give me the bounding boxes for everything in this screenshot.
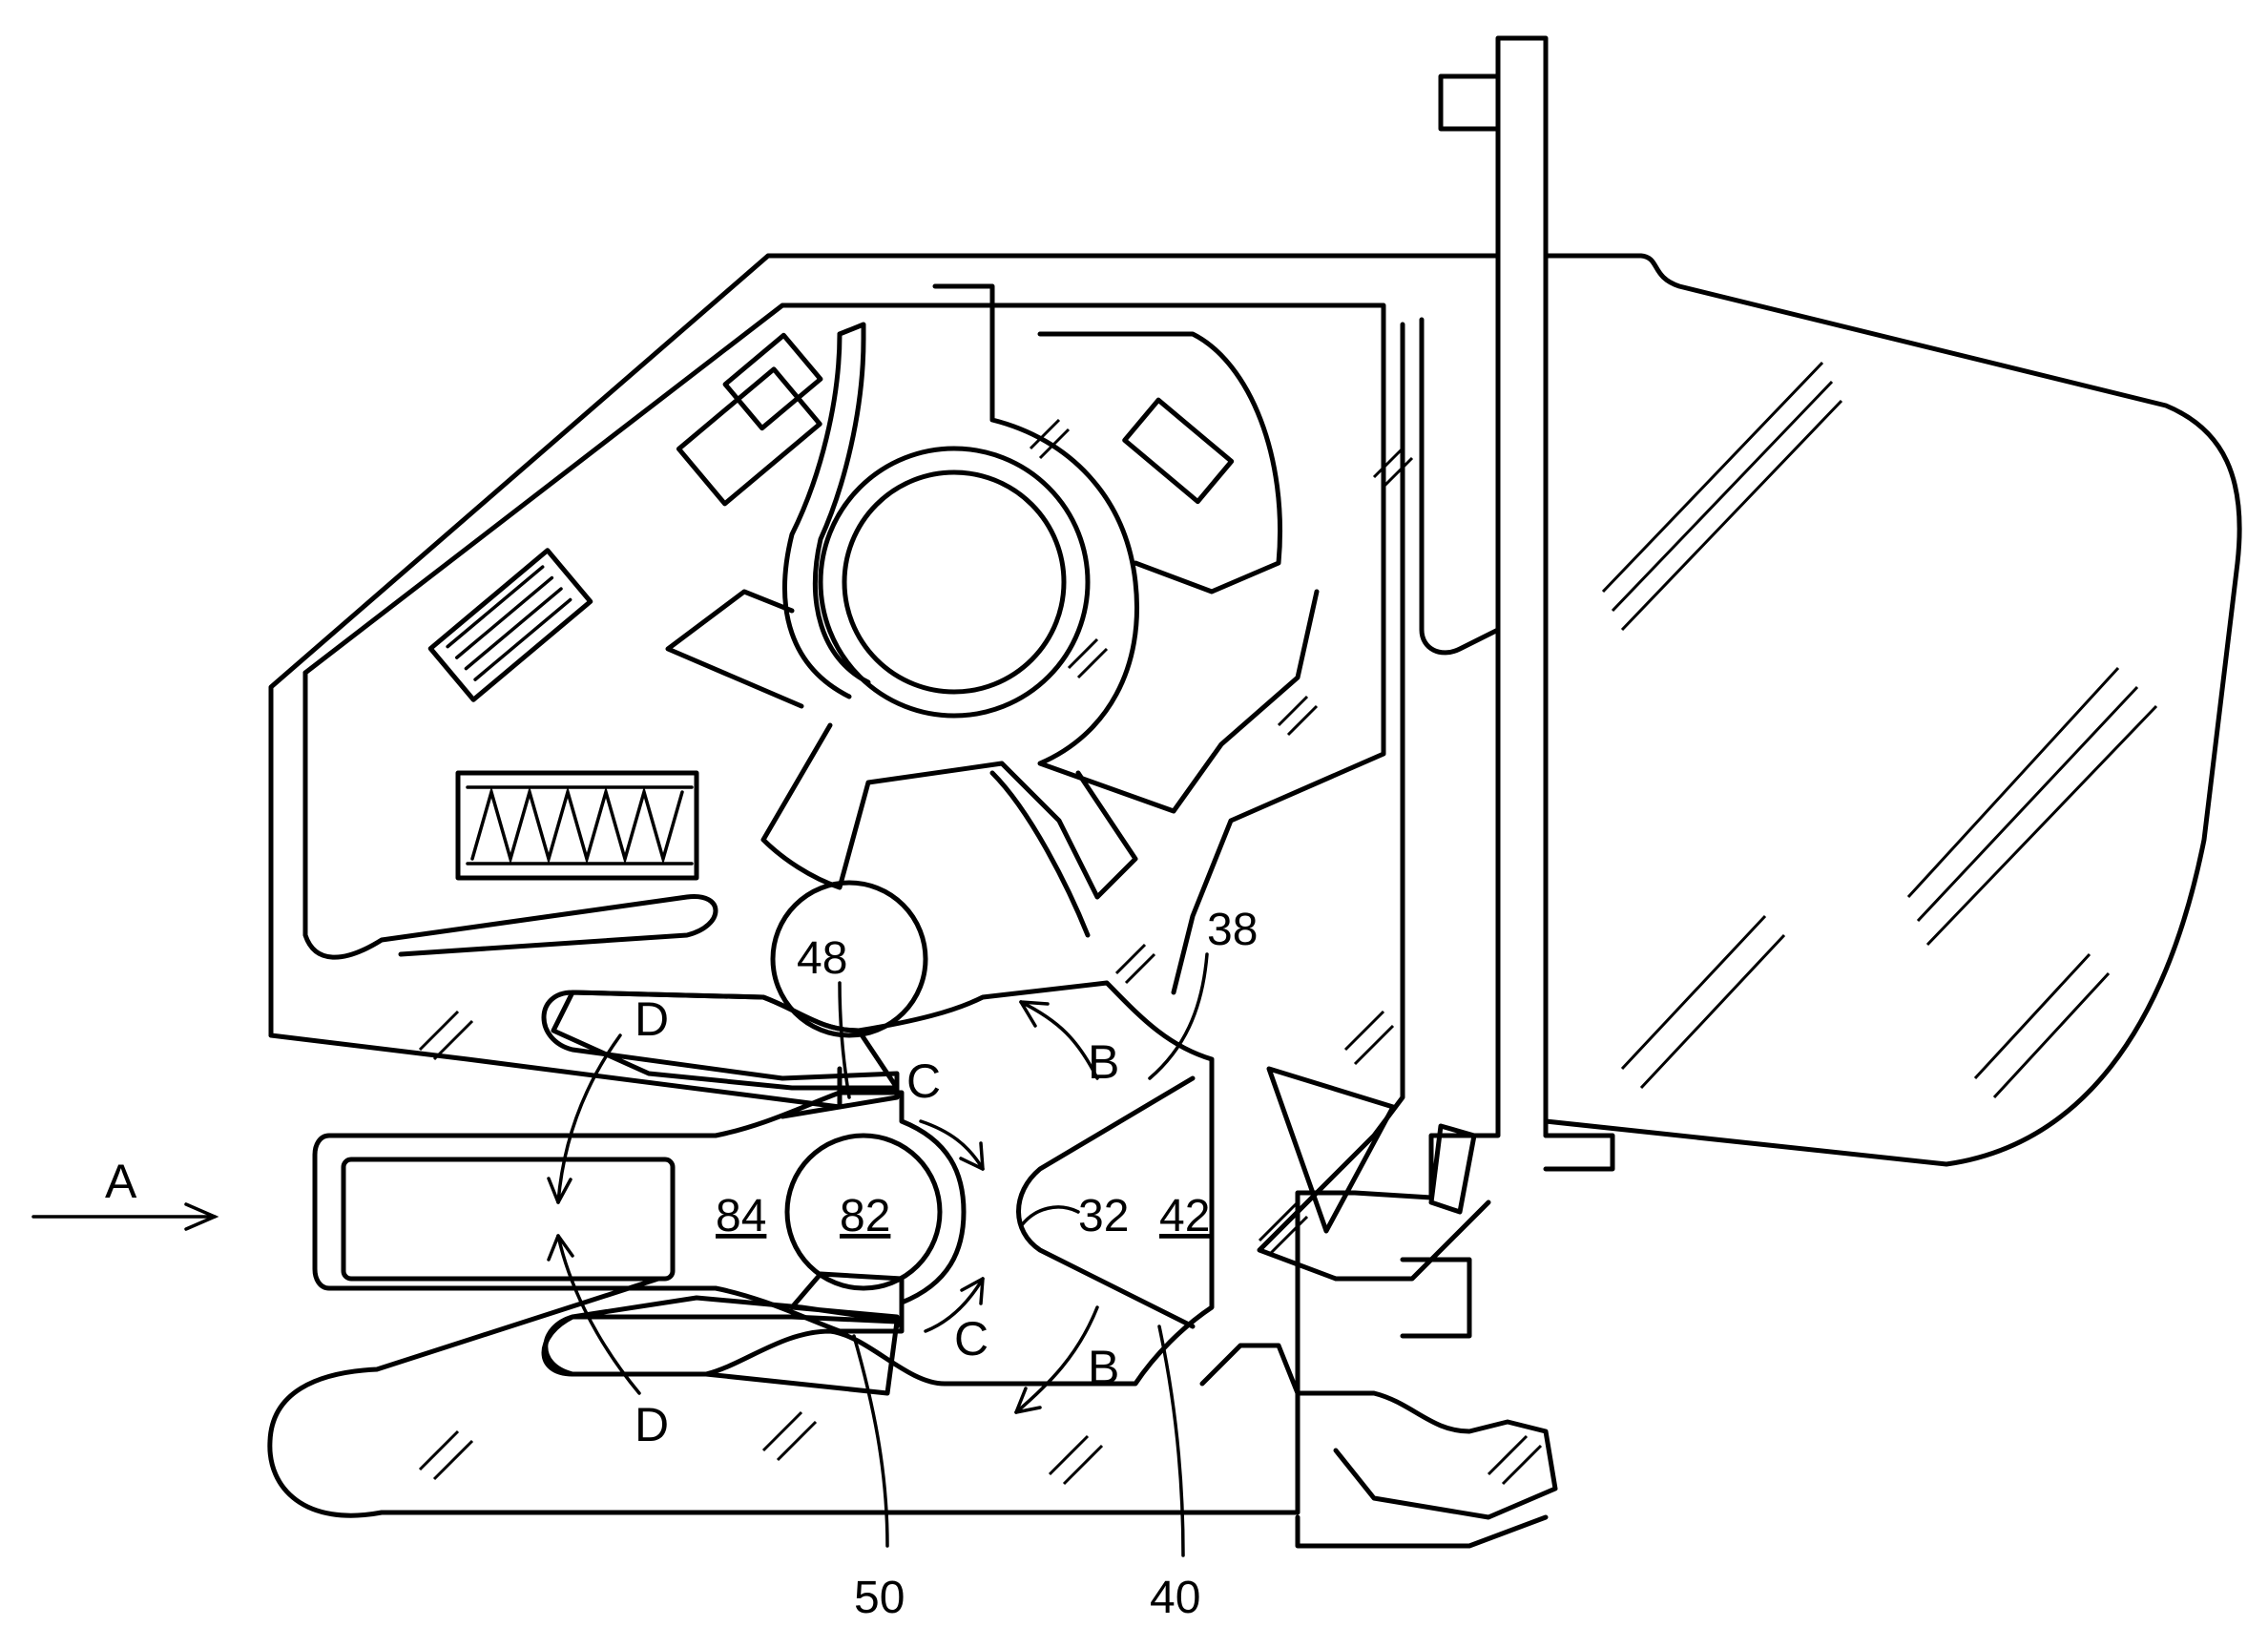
catch-assembly: [312, 880, 967, 1334]
arrow-b-lower: [1014, 1305, 1099, 1414]
catch-slot: [341, 1157, 676, 1282]
upper-block-a: [676, 366, 822, 507]
bracket-pin: [1438, 73, 1501, 132]
leader-38: [1148, 952, 1209, 1080]
leader-32: [1019, 1205, 1080, 1228]
linkage-arm: [1199, 1343, 1558, 1520]
ref-50: 50: [854, 1573, 905, 1623]
ref-48: 48: [797, 933, 847, 984]
upper-right-arm: [1037, 331, 1283, 594]
arrow-a-head: [184, 1202, 219, 1231]
label-b-lower: B: [1088, 1341, 1119, 1394]
leader-50: [852, 1334, 889, 1548]
ref-38: 38: [1207, 905, 1258, 955]
latch-stippled: [541, 980, 1215, 1396]
arrow-d-lower: [556, 1234, 641, 1395]
right-linkage: [1199, 1066, 1558, 1549]
upper-mechanism: [427, 283, 1320, 938]
small-insert: [1428, 1123, 1477, 1215]
latch-lower-finger: [543, 1314, 900, 1396]
housing-left-channel: [302, 670, 718, 960]
triangle-insert: [1266, 1066, 1396, 1234]
leader-40: [1157, 1325, 1185, 1557]
center-fan: [989, 770, 1091, 938]
upper-block-b: [722, 332, 823, 431]
arrow-c-upper: [919, 1119, 985, 1171]
housing-lower-channel: [268, 1033, 843, 1110]
ref-82: 82: [840, 1191, 890, 1241]
housing: [267, 253, 1501, 1518]
shaft-spring-tip: [837, 322, 866, 342]
pivot-82: [784, 1133, 943, 1291]
linkage-lower: [1295, 1514, 1549, 1549]
housing-right-frame: [1419, 317, 1501, 656]
leaf-spring: [446, 565, 572, 681]
bracket-post: [1495, 35, 1549, 1138]
ref-84: 84: [716, 1191, 766, 1241]
latch-body: [541, 980, 1215, 1387]
label-c-upper: C: [906, 1054, 941, 1108]
label-d-lower: D: [635, 1398, 669, 1451]
handle-shading: [1601, 361, 2158, 1099]
label-d-upper: D: [635, 992, 669, 1046]
latch-notch-42: [1016, 1075, 1196, 1329]
center-spoke: [760, 722, 1138, 900]
leaf-spring-block: [427, 548, 593, 702]
housing-right-column: [1257, 322, 1491, 1282]
roller-48: [770, 880, 928, 1038]
motion-arrows: [31, 952, 1209, 1557]
upper-right-block: [1122, 397, 1235, 505]
coil-spring-housing: [455, 770, 699, 881]
ref-40: 40: [1150, 1573, 1200, 1623]
coil-spring: [455, 770, 699, 881]
handle-outline: [1543, 253, 2242, 1167]
arrow-c-lower: [924, 1277, 985, 1333]
leader-48: [838, 981, 851, 1099]
cam-lever-left: [665, 589, 804, 709]
shaft-spring-wrap-inner: [813, 336, 871, 685]
catch-outline: [312, 1090, 967, 1334]
arrow-d-upper: [556, 1033, 622, 1204]
linkage-tab: [1400, 1257, 1472, 1339]
label-c-lower: C: [954, 1312, 988, 1366]
housing-outline: [267, 253, 1501, 1518]
label-arrow-a: A: [105, 1155, 137, 1208]
housing-inner-wall: [302, 302, 1386, 995]
main-shaft-inner: [842, 469, 1067, 695]
bracket-foot: [1543, 1133, 1615, 1172]
shaft-spring-wrap: [782, 331, 852, 699]
cam-lever: [932, 283, 1320, 814]
handle: [1543, 253, 2242, 1167]
arrow-b-upper: [1019, 1000, 1099, 1080]
label-b-upper: B: [1088, 1035, 1119, 1089]
section-hatching: [418, 418, 1543, 1486]
mounting-bracket: [1438, 35, 1615, 1172]
main-shaft: [818, 446, 1091, 719]
coil-spring-coils: [470, 785, 684, 866]
ref-32: 32: [1078, 1191, 1129, 1241]
ref-42: 42: [1159, 1191, 1210, 1241]
reference-labels: A B B C C D D 32 38 40 42 48 50 82 84: [105, 905, 1258, 1623]
latch-upper-finger: [551, 990, 900, 1091]
